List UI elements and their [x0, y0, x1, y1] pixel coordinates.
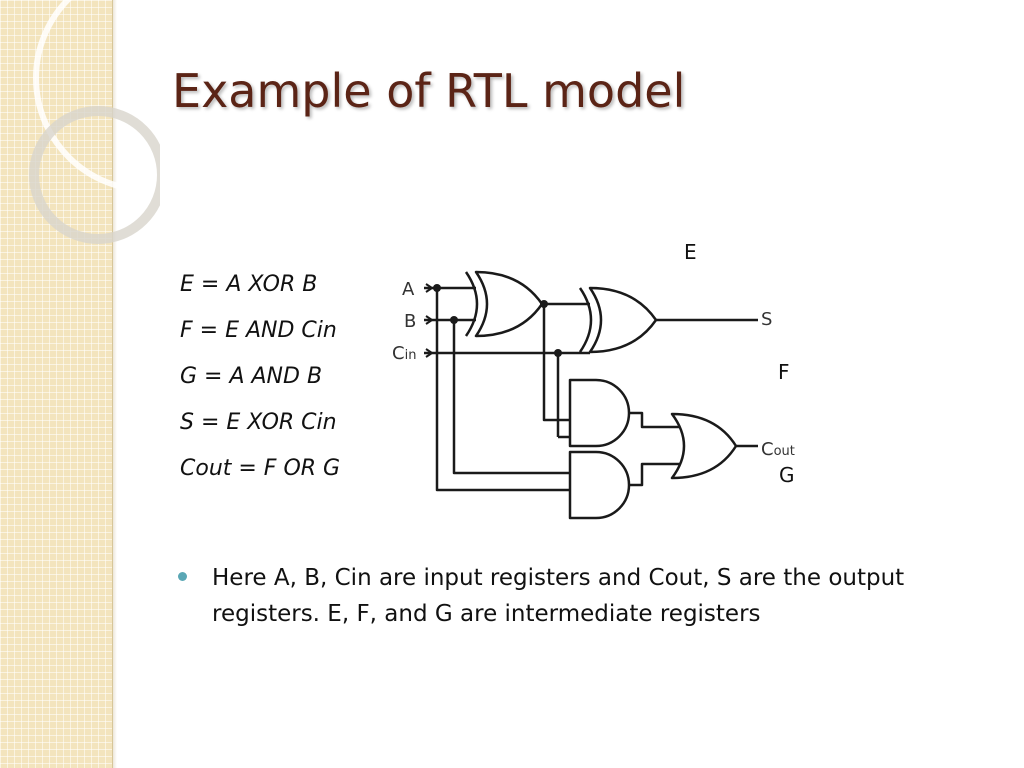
slide-title: Example of RTL model — [172, 64, 686, 118]
or-gate-cout — [670, 412, 738, 480]
decorative-rings — [29, 0, 160, 244]
equation-f: F = E AND Cin — [180, 318, 337, 343]
wire-a-branch — [435, 288, 570, 492]
bullet-text: Here A, B, Cin are input registers and C… — [212, 565, 905, 627]
input-label-a: A — [402, 279, 415, 300]
wire-b-branch — [452, 320, 570, 475]
xor-gate-2 — [588, 286, 658, 354]
wire-e-branch — [542, 304, 570, 422]
equation-list: E = A XOR B F = E AND Cin G = A AND B S … — [180, 262, 340, 492]
bullet-item: Here A, B, Cin are input registers and C… — [178, 560, 998, 632]
equation-g: G = A AND B — [180, 364, 323, 389]
and-gate-f — [568, 378, 631, 448]
input-label-cin: Cin — [392, 343, 416, 364]
output-label-s: S — [761, 309, 772, 330]
and-gate-g — [568, 450, 631, 520]
bullet-dot-icon — [178, 572, 187, 581]
full-adder-circuit-diagram: A B Cin S Cout — [392, 270, 795, 520]
register-label-g: G — [779, 463, 795, 487]
output-label-cout: Cout — [761, 439, 795, 460]
register-label-f: F — [778, 360, 790, 384]
equation-s: S = E XOR Cin — [180, 410, 337, 435]
register-label-e: E — [684, 240, 697, 264]
xor-gate-1 — [474, 270, 544, 338]
equation-e: E = A XOR B — [180, 272, 318, 297]
input-label-b: B — [404, 311, 416, 332]
equation-cout: Cout = F OR G — [180, 456, 341, 481]
